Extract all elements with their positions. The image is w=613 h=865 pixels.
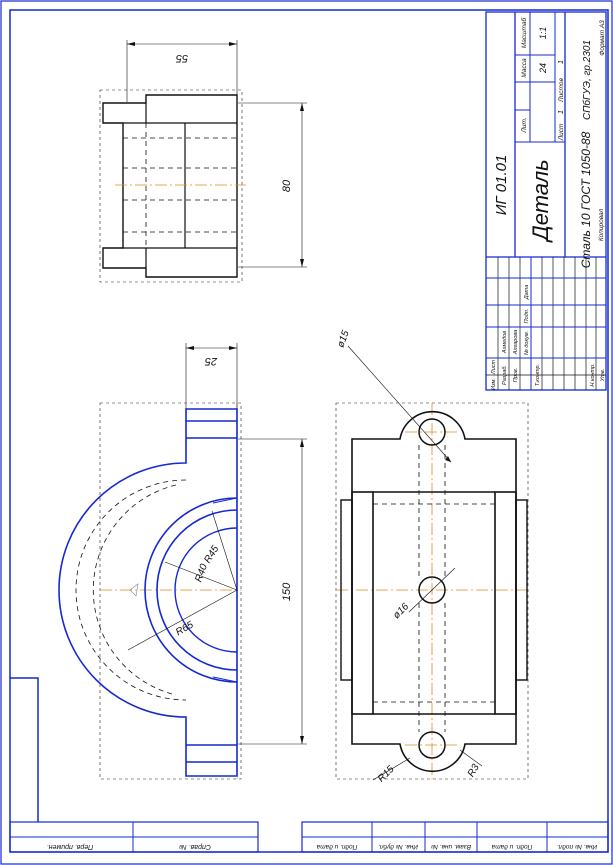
strip-cell-orig-inv: Инв. № подл. xyxy=(557,843,598,851)
side-view: ø15 ø16 R15 R3 xyxy=(336,329,529,785)
sheets-label: Листов xyxy=(558,78,565,103)
strip-cell-dup-inv: Инв. № дубл. xyxy=(378,843,418,851)
dimension-80: 80 xyxy=(238,102,307,268)
mass-value: 24 xyxy=(538,63,548,74)
radius-15-label: R15 xyxy=(376,764,397,785)
sheet-inner-frame xyxy=(9,9,609,853)
format-label: Формат A3 xyxy=(599,20,606,56)
dim-55-label: 55 xyxy=(175,52,188,64)
radius-65-label: R65 xyxy=(174,619,196,638)
role-checker: Пров. xyxy=(513,368,519,383)
role-developer: Разраб. xyxy=(502,365,508,385)
hole-16-label: ø16 xyxy=(391,601,411,621)
doc-code: ИГ 01.01 xyxy=(493,155,510,216)
role-approved: Утв. xyxy=(600,369,606,383)
dimension-25: 25 xyxy=(185,343,238,409)
mass-label: Масса xyxy=(521,58,528,78)
dimension-55: 55 xyxy=(126,40,238,102)
scale-value: 1:1 xyxy=(538,27,548,40)
checker-name: Алгарова xyxy=(513,330,519,355)
role-sign: Подп. xyxy=(524,309,530,324)
role-doc-no: № докум. xyxy=(524,331,530,355)
hole-15-label: ø15 xyxy=(336,329,352,349)
strip-cell-ref-no: Справ. № xyxy=(179,843,211,850)
sheets-value: 1 xyxy=(558,60,565,64)
radius-3-label: R3 xyxy=(466,762,482,779)
dim-80-label: 80 xyxy=(281,179,293,192)
top-view xyxy=(99,89,246,283)
dimension-150: 150 xyxy=(238,438,307,745)
title-block: ИГ 01.01 Деталь Сталь 10 ГОСТ 1050-88 Ко… xyxy=(485,11,607,391)
front-view: R45 R40 R65 xyxy=(58,402,242,780)
radius-45-label: R45 xyxy=(202,544,221,566)
dim-25-label: 25 xyxy=(204,355,218,367)
strip-cell-replace-inv: Взам. инв. № xyxy=(431,843,471,850)
left-margin-strip xyxy=(10,677,39,822)
role-norm-control: Н.контр. xyxy=(590,363,596,386)
strip-cell-first-use: Перв. примен. xyxy=(47,843,94,850)
strip-cell-sign-date-2: Подп. и дата xyxy=(491,843,532,851)
role-rev: Изм. xyxy=(491,378,497,390)
dim-150-label: 150 xyxy=(281,582,293,601)
role-tech-control: Т.контр. xyxy=(535,364,541,386)
scale-label: Масштаб xyxy=(520,17,528,48)
material: Сталь 10 ГОСТ 1050-88 xyxy=(579,131,593,268)
copied-label: Копировал xyxy=(598,209,605,242)
sheet-label: Лист xyxy=(558,123,565,141)
role-sheet: Лист xyxy=(491,360,497,376)
radius-40-label: R40 xyxy=(193,562,210,583)
sheet-value: 1 xyxy=(558,110,565,114)
organization: СПбГУЭ, гр.2301 xyxy=(581,40,593,120)
developer-name: Ахмедов xyxy=(502,331,508,354)
strip-cell-sign-date-1: Подп. и дата xyxy=(316,843,357,851)
role-date: Дата xyxy=(524,285,530,301)
lit-label: Лит. xyxy=(521,117,528,133)
bottom-strip: Перв. примен. Справ. № Подп. и дата Инв.… xyxy=(9,821,609,853)
part-name: Деталь xyxy=(528,159,553,244)
